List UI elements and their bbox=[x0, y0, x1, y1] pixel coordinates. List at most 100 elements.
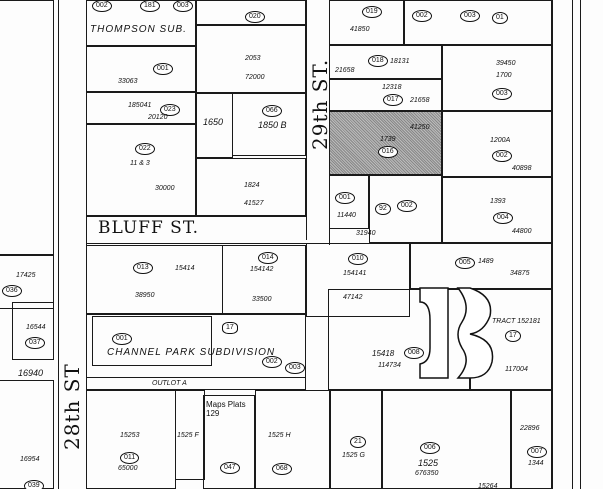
parcel-id: 003 bbox=[492, 88, 512, 100]
parcel-lot: 2053 bbox=[245, 55, 261, 62]
parcel-id: 037 bbox=[25, 337, 45, 349]
parcel-area: 47142 bbox=[343, 294, 363, 301]
parcel-lot: 1824 bbox=[244, 182, 260, 189]
parcel-id: 002 bbox=[92, 0, 112, 12]
parcel-007[interactable] bbox=[511, 390, 552, 489]
parcel-004[interactable] bbox=[442, 177, 552, 243]
street-label-bluff: BLUFF ST. bbox=[98, 218, 200, 238]
parcel-lot: 18131 bbox=[390, 58, 410, 65]
parcel-id: 17 bbox=[505, 330, 521, 342]
parcel-006[interactable] bbox=[382, 390, 511, 489]
parcel-id: 17 bbox=[222, 322, 238, 334]
parcel-011[interactable] bbox=[86, 390, 176, 489]
parcel-area: 676350 bbox=[415, 470, 439, 477]
parcel-area: 41527 bbox=[244, 200, 264, 207]
parcel-1525f[interactable] bbox=[175, 390, 205, 480]
parcel-020[interactable] bbox=[196, 0, 306, 25]
parcel-id: 020 bbox=[245, 11, 265, 23]
parcel-area: 21658 bbox=[335, 67, 355, 74]
subdivision-label: CHANNEL PARK SUBDIVISION bbox=[107, 347, 276, 358]
parcel-lot: 1650 bbox=[203, 117, 224, 127]
parcel-area: 20120 bbox=[148, 114, 168, 121]
parcel-area: 33063 bbox=[118, 78, 138, 85]
parcel-003[interactable] bbox=[442, 45, 552, 111]
parcel-id: 047 bbox=[220, 462, 240, 474]
parcel-area: 117004 bbox=[505, 366, 528, 373]
parcel-id: 005 bbox=[455, 257, 475, 269]
parcel-002[interactable] bbox=[369, 175, 442, 243]
street-edge bbox=[86, 0, 87, 489]
parcel-left-bottom[interactable] bbox=[0, 380, 54, 489]
parcel-id: 014 bbox=[258, 252, 278, 264]
parcel-lot: 12318 bbox=[382, 84, 402, 91]
parcel-013[interactable] bbox=[86, 245, 223, 314]
parcel-id: 92 bbox=[375, 203, 391, 215]
parcel-066[interactable] bbox=[232, 93, 306, 156]
parcel-1824[interactable] bbox=[196, 158, 306, 216]
parcel-id: 002 bbox=[412, 10, 432, 22]
parcel-lot: 1489 bbox=[478, 258, 494, 265]
parcel-id: 002 bbox=[492, 150, 512, 162]
parcel-005[interactable] bbox=[410, 243, 552, 289]
parcel-id: 21 bbox=[350, 436, 366, 448]
parcel-id: 001 bbox=[112, 333, 132, 345]
parcel-id: 017 bbox=[383, 94, 403, 106]
parcel-id: 036 bbox=[2, 285, 22, 297]
parcel-001-channel[interactable] bbox=[92, 316, 212, 366]
parcel-area: 30000 bbox=[155, 185, 175, 192]
parcel-016-highlighted[interactable] bbox=[329, 111, 442, 175]
parcel-lot: 1525 bbox=[418, 458, 439, 468]
parcel-cluster-top[interactable] bbox=[404, 0, 552, 45]
parcel-area: 72000 bbox=[245, 74, 265, 81]
parcel-023[interactable] bbox=[86, 92, 196, 124]
parcel-id: 003 bbox=[173, 0, 193, 12]
parcel-area: 40898 bbox=[512, 165, 532, 172]
parcel-lot: 1393 bbox=[490, 198, 506, 205]
parcel-id: 01 bbox=[492, 12, 508, 24]
parcel-068[interactable] bbox=[255, 390, 330, 489]
parcel-002-1200a[interactable] bbox=[442, 111, 552, 177]
parcel-lot: TRACT 152181 bbox=[492, 318, 541, 325]
parcel-017[interactable] bbox=[329, 79, 442, 111]
parcel-area: 16940 bbox=[18, 368, 44, 378]
street-edge bbox=[552, 0, 553, 489]
parcel-thompson[interactable] bbox=[86, 0, 196, 46]
parcel-lot: 185041 bbox=[128, 102, 152, 109]
parcel-lot: 154142 bbox=[250, 266, 274, 273]
parcel-lot: 1739 bbox=[380, 136, 396, 143]
parcel-channel-park[interactable] bbox=[86, 314, 306, 390]
parcel-id: 004 bbox=[493, 212, 513, 224]
parcel-lot: 15418 bbox=[372, 349, 395, 358]
parcel-left-top[interactable] bbox=[0, 0, 54, 255]
parcel-id: 181 bbox=[140, 0, 160, 12]
parcel-id: 066 bbox=[262, 105, 282, 117]
parcel-019[interactable] bbox=[329, 0, 404, 45]
parcel-lot: 15264 bbox=[478, 483, 498, 489]
parcel-010[interactable] bbox=[306, 243, 410, 317]
parcel-001[interactable] bbox=[329, 175, 369, 229]
parcel-014[interactable] bbox=[222, 245, 306, 314]
parcel-id: 016 bbox=[378, 146, 398, 158]
parcel-id: 002 bbox=[397, 200, 417, 212]
parcel-036[interactable] bbox=[0, 255, 54, 309]
parcel-001[interactable] bbox=[86, 46, 196, 92]
parcel-id: 019 bbox=[362, 6, 382, 18]
parcel-id: 001 bbox=[335, 192, 355, 204]
street-label-28th: 28th ST bbox=[60, 363, 84, 450]
parcel-018[interactable] bbox=[329, 45, 442, 79]
parcel-037[interactable] bbox=[12, 302, 54, 360]
parcel-lot: 1850 B bbox=[258, 120, 287, 130]
parcel-area: 33500 bbox=[252, 296, 272, 303]
parcel-id: 023 bbox=[160, 104, 180, 116]
parcel-lot: 1700 bbox=[496, 72, 512, 79]
parcel-id: 002 bbox=[262, 356, 282, 368]
parcel-id: 013 bbox=[133, 262, 153, 274]
parcel-id: 001 bbox=[153, 63, 173, 75]
parcel-id: 003 bbox=[285, 362, 305, 374]
parcel-lot: 1525 F bbox=[177, 432, 199, 439]
parcel-area: 11440 bbox=[337, 212, 356, 219]
parcel-022[interactable] bbox=[86, 124, 196, 216]
parcel-2053[interactable] bbox=[196, 25, 306, 93]
letter-1b-graphic bbox=[419, 287, 494, 379]
parcel-id: 068 bbox=[272, 463, 292, 475]
